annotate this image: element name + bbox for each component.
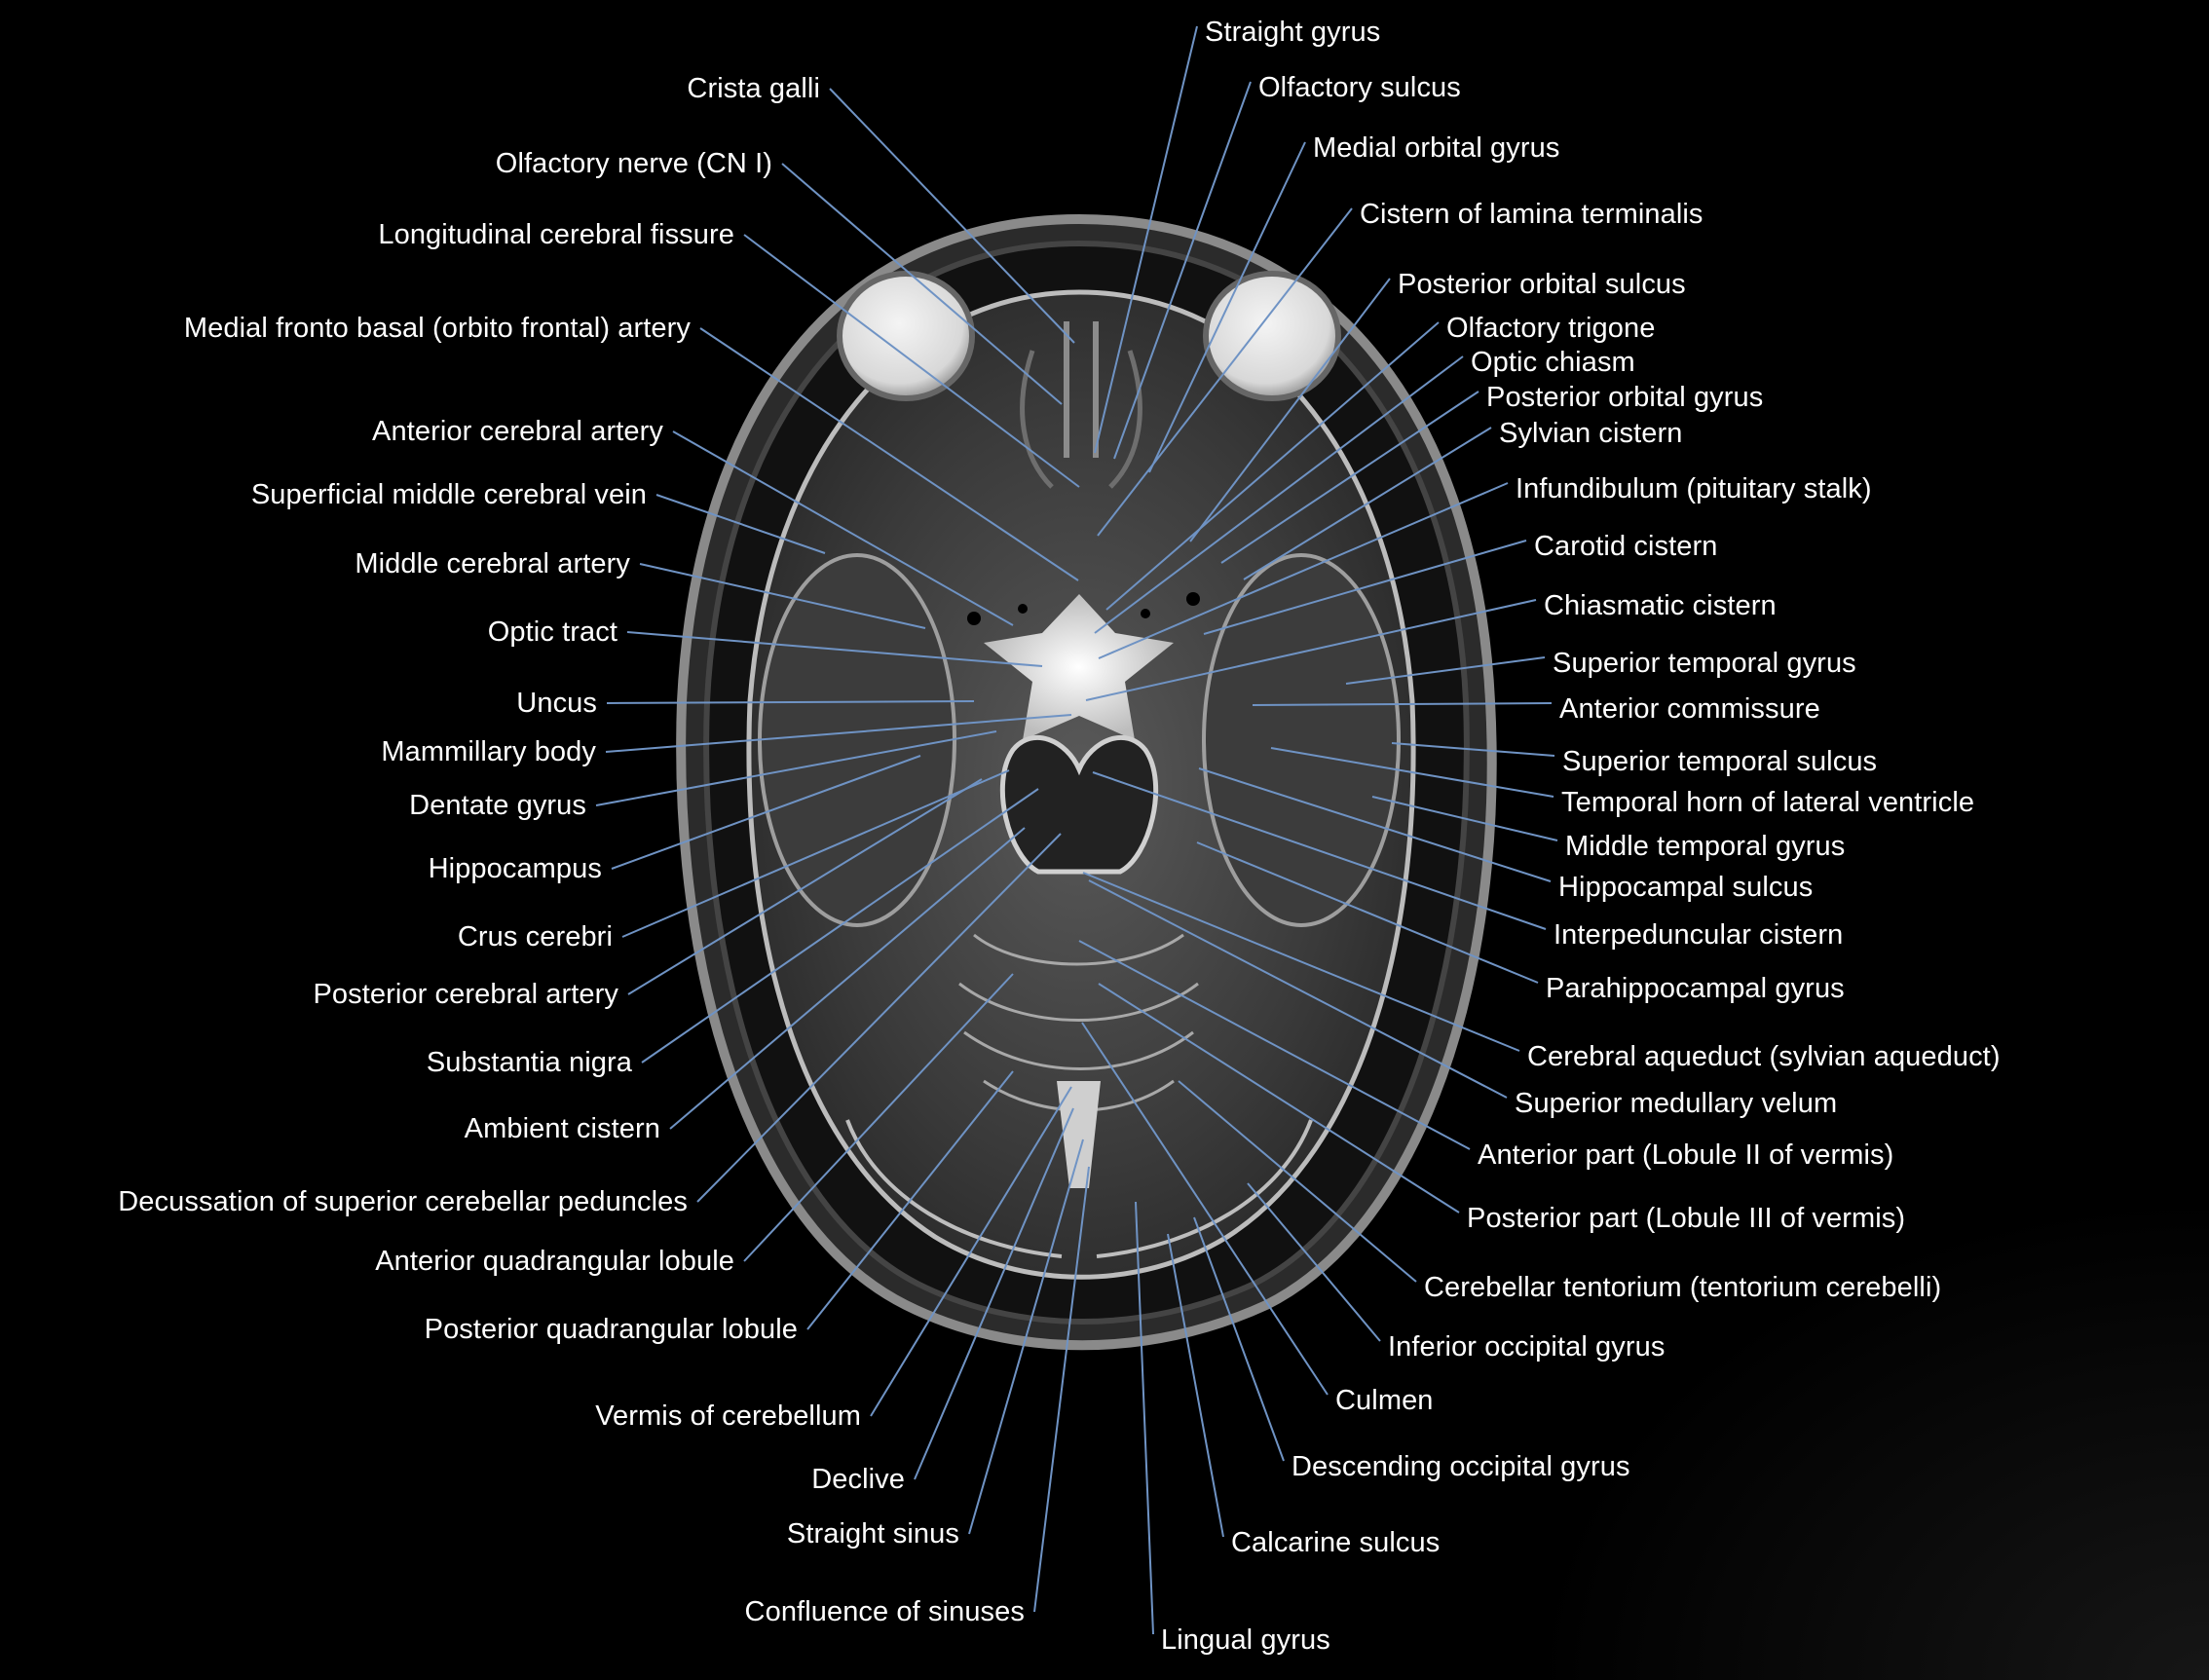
label-middle-temporal-gyrus: Middle temporal gyrus: [1565, 831, 1846, 862]
label-posterior-cerebral-artery: Posterior cerebral artery: [313, 979, 618, 1010]
label-medial-orbital-gyrus: Medial orbital gyrus: [1313, 132, 1560, 164]
label-superior-temporal-gyrus: Superior temporal gyrus: [1553, 648, 1856, 679]
label-chiasmatic-cistern: Chiasmatic cistern: [1544, 590, 1777, 621]
label-lingual-gyrus: Lingual gyrus: [1161, 1624, 1330, 1656]
label-inferior-occipital-gyrus: Inferior occipital gyrus: [1388, 1331, 1666, 1363]
label-hippocampal-sulcus: Hippocampal sulcus: [1558, 872, 1814, 903]
brain-parenchyma: [746, 289, 1416, 1280]
label-medial-fronto-basal-orbito-frontal-artery: Medial fronto basal (orbito frontal) art…: [183, 313, 691, 344]
label-posterior-orbital-sulcus: Posterior orbital sulcus: [1398, 269, 1686, 300]
background-vignette: [1527, 1193, 2209, 1680]
label-hippocampus: Hippocampus: [428, 853, 602, 884]
label-superior-temporal-sulcus: Superior temporal sulcus: [1562, 746, 1878, 777]
label-crista-galli: Crista galli: [687, 73, 820, 104]
label-superficial-middle-cerebral-vein: Superficial middle cerebral vein: [250, 479, 647, 510]
label-middle-cerebral-artery: Middle cerebral artery: [355, 548, 630, 579]
label-sylvian-cistern: Sylvian cistern: [1499, 418, 1683, 449]
label-posterior-part-lobule-iii-of-vermis: Posterior part (Lobule III of vermis): [1467, 1203, 1906, 1234]
label-cerebral-aqueduct-sylvian-aqueduct: Cerebral aqueduct (sylvian aqueduct): [1527, 1041, 2001, 1072]
label-olfactory-sulcus: Olfactory sulcus: [1258, 72, 1461, 103]
label-olfactory-trigone: Olfactory trigone: [1446, 313, 1656, 344]
label-ambient-cistern: Ambient cistern: [464, 1113, 660, 1144]
label-posterior-orbital-gyrus: Posterior orbital gyrus: [1486, 382, 1764, 413]
label-posterior-quadrangular-lobule: Posterior quadrangular lobule: [424, 1314, 798, 1345]
label-substantia-nigra: Substantia nigra: [426, 1047, 632, 1078]
label-crus-cerebri: Crus cerebri: [457, 921, 613, 952]
label-longitudinal-cerebral-fissure: Longitudinal cerebral fissure: [378, 219, 734, 250]
label-straight-gyrus: Straight gyrus: [1205, 17, 1381, 48]
label-declive: Declive: [811, 1464, 905, 1495]
label-decussation-of-superior-cerebellar-peduncles: Decussation of superior cerebellar pedun…: [118, 1186, 688, 1217]
label-confluence-of-sinuses: Confluence of sinuses: [744, 1596, 1025, 1627]
label-descending-occipital-gyrus: Descending occipital gyrus: [1292, 1451, 1630, 1482]
label-dentate-gyrus: Dentate gyrus: [409, 790, 586, 821]
label-mammillary-body: Mammillary body: [381, 736, 596, 767]
label-anterior-cerebral-artery: Anterior cerebral artery: [372, 416, 663, 447]
label-optic-chiasm: Optic chiasm: [1471, 347, 1635, 378]
label-anterior-quadrangular-lobule: Anterior quadrangular lobule: [375, 1246, 734, 1277]
label-carotid-cistern: Carotid cistern: [1534, 531, 1718, 562]
label-parahippocampal-gyrus: Parahippocampal gyrus: [1546, 973, 1845, 1004]
label-vermis-of-cerebellum: Vermis of cerebellum: [595, 1400, 861, 1432]
label-interpeduncular-cistern: Interpeduncular cistern: [1554, 919, 1844, 951]
label-anterior-part-lobule-ii-of-vermis: Anterior part (Lobule II of vermis): [1478, 1139, 1894, 1171]
label-cerebellar-tentorium-tentorium-cerebelli: Cerebellar tentorium (tentorium cerebell…: [1424, 1272, 1942, 1303]
label-infundibulum-pituitary-stalk: Infundibulum (pituitary stalk): [1516, 473, 1872, 504]
label-anterior-commissure: Anterior commissure: [1559, 693, 1820, 725]
label-olfactory-nerve-cn-i: Olfactory nerve (CN I): [495, 148, 772, 179]
label-optic-tract: Optic tract: [487, 616, 618, 648]
label-straight-sinus: Straight sinus: [786, 1518, 959, 1549]
label-calcarine-sulcus: Calcarine sulcus: [1231, 1527, 1441, 1558]
label-cistern-of-lamina-terminalis: Cistern of lamina terminalis: [1360, 199, 1704, 230]
label-uncus: Uncus: [516, 688, 597, 719]
label-temporal-horn-of-lateral-ventricle: Temporal horn of lateral ventricle: [1561, 787, 1975, 818]
label-superior-medullary-velum: Superior medullary velum: [1515, 1088, 1838, 1119]
label-culmen: Culmen: [1335, 1385, 1434, 1416]
